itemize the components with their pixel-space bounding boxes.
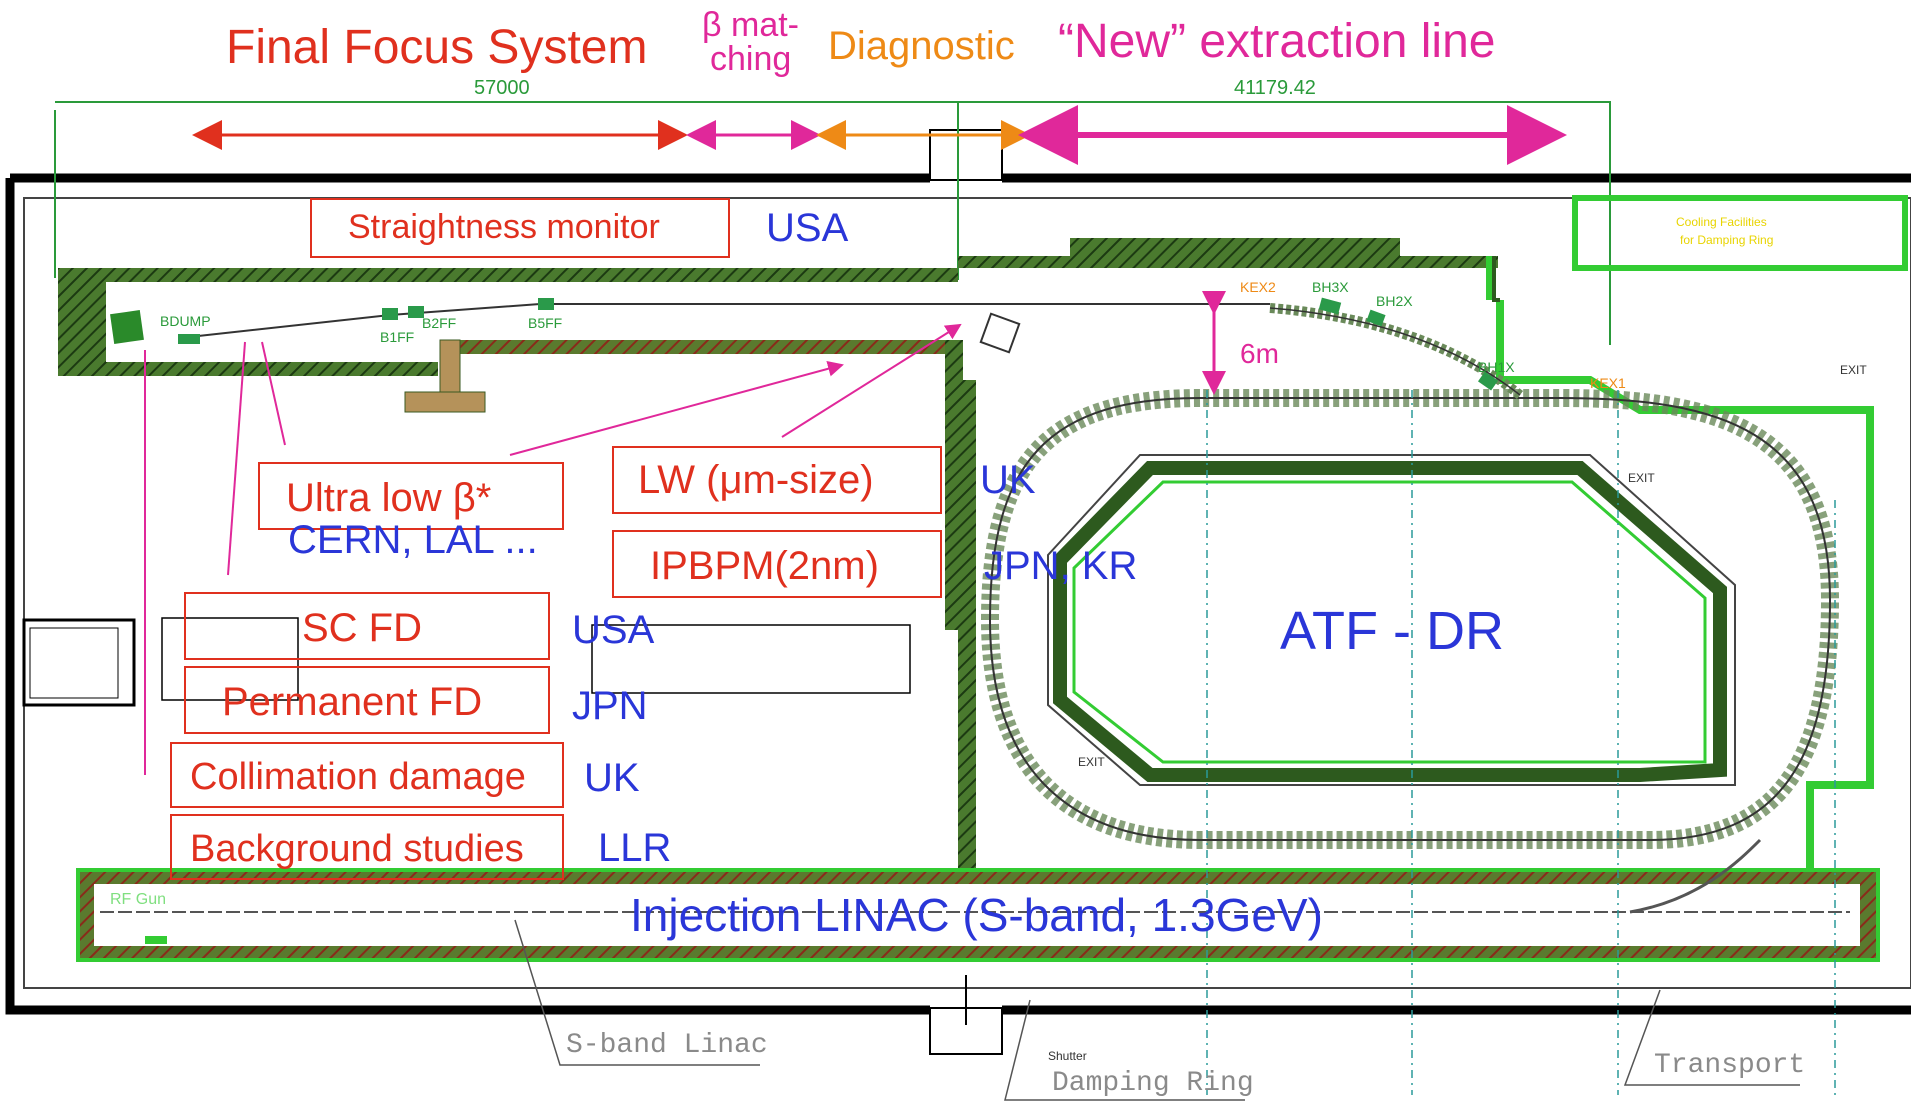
laser-wire-label: LW (μm-size)	[638, 458, 874, 502]
permanent-fd-label: Permanent FD	[222, 680, 483, 724]
final-focus-title: Final Focus System	[226, 21, 648, 74]
bh1x-label: BH1X	[1478, 359, 1515, 375]
injection-linac-title: Injection LINAC (S-band, 1.3GeV)	[630, 889, 1323, 941]
dimension-left: 57000	[474, 77, 530, 99]
bh2x-label: BH2X	[1376, 293, 1413, 309]
exit-label-ring: EXIT	[1628, 471, 1655, 485]
beta-matching-title-2: ching	[710, 40, 792, 78]
extraction-shield	[58, 195, 1908, 880]
ultra-low-beta-team: CERN, LAL ...	[288, 518, 538, 562]
bottom-leaders	[514, 919, 1800, 1101]
laser-wire-box: LW (μm-size)	[612, 446, 942, 514]
sc-fd-team: USA	[572, 608, 655, 652]
straightness-monitor-team: USA	[766, 206, 849, 250]
dimension-right: 41179.42	[1234, 77, 1316, 99]
linac-shield	[76, 838, 1880, 962]
exit-label-right: EXIT	[1840, 363, 1867, 377]
pointer-lines	[144, 323, 962, 775]
sc-fd-label: SC FD	[302, 606, 422, 650]
permanent-fd-box: Permanent FD	[184, 666, 550, 734]
kex2-label: KEX2	[1240, 279, 1276, 295]
transport-label: Transport	[1654, 1050, 1806, 1081]
extraction-beamline	[110, 297, 1498, 391]
collimation-damage-box: Collimation damage	[170, 742, 564, 808]
shutter-label: Shutter	[1048, 1049, 1087, 1063]
guide-lines	[1206, 390, 1836, 1095]
sband-linac-label: S-band Linac	[566, 1030, 768, 1061]
background-studies-box: Background studies	[170, 814, 564, 880]
background-studies-label: Background studies	[190, 828, 524, 870]
collimation-damage-team: UK	[584, 756, 640, 800]
new-extraction-title: “New” extraction line	[1058, 15, 1496, 68]
background-studies-team: LLR	[598, 826, 672, 870]
laser-wire-team: UK	[980, 458, 1036, 502]
ring-beamline	[980, 303, 1840, 849]
diagnostic-title: Diagnostic	[828, 24, 1015, 68]
ipbpm-label: IPBPM(2nm)	[650, 544, 879, 588]
ring-shield	[1047, 454, 1736, 786]
offset-label: 6m	[1240, 338, 1279, 369]
ultra-low-beta-box: Ultra low β*	[258, 462, 564, 530]
exit-label-left: EXIT	[1078, 755, 1105, 769]
ultra-low-beta-label: Ultra low β*	[286, 476, 492, 520]
ipbpm-box: IPBPM(2nm)	[612, 530, 942, 598]
straightness-monitor-label: Straightness monitor	[348, 208, 660, 246]
rf-gun-label: RF Gun	[110, 891, 167, 908]
b2ff-label: B2FF	[422, 315, 457, 331]
sc-fd-box: SC FD	[184, 592, 550, 660]
cooling-facilities-label-2: for Damping Ring	[1680, 233, 1774, 247]
beta-matching-title-1: β mat-	[702, 6, 800, 44]
b5ff-label: B5FF	[528, 315, 563, 331]
cooling-facilities-label: Cooling Facilities	[1676, 215, 1767, 229]
dimension-lines	[54, 101, 1611, 345]
bh3x-label: BH3X	[1312, 279, 1349, 295]
b1ff-label: B1FF	[380, 329, 415, 345]
permanent-fd-team: JPN	[572, 684, 648, 728]
bdump-label: BDUMP	[160, 313, 211, 329]
ipbpm-team: JPN, KR	[984, 544, 1138, 588]
damping-ring-bottom-label: Damping Ring	[1052, 1068, 1254, 1099]
collimation-damage-label: Collimation damage	[190, 756, 526, 798]
damping-ring-title: ATF - DR	[1280, 601, 1504, 661]
kex1-label: KEX1	[1590, 375, 1626, 391]
straightness-monitor-box: Straightness monitor	[310, 198, 730, 258]
